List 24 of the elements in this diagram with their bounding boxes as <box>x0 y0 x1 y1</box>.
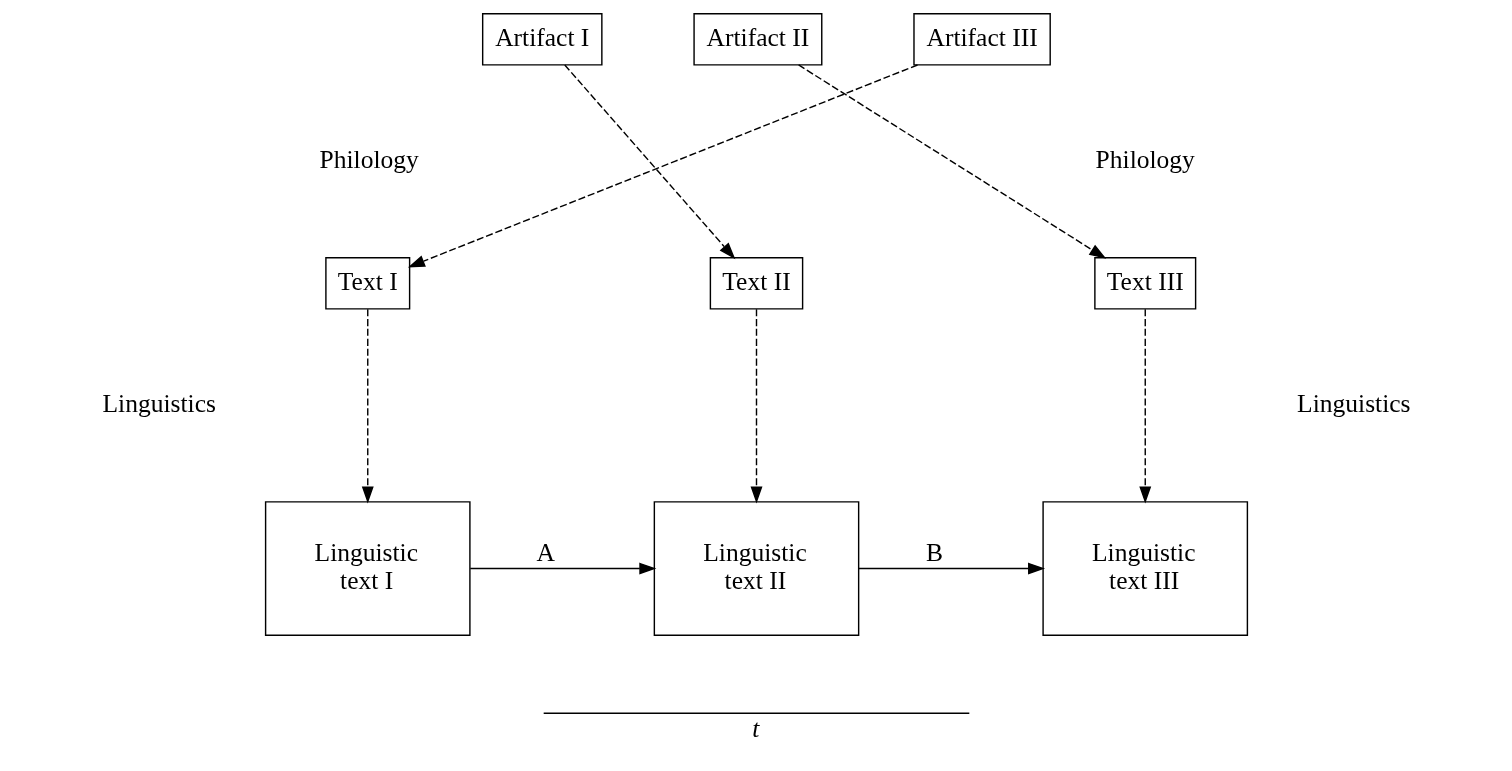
node-box: Artifact I <box>481 13 603 66</box>
arrow <box>563 64 735 260</box>
label: Philology <box>319 144 419 174</box>
node-box: Text II <box>709 257 803 310</box>
arrow <box>407 64 918 268</box>
arrow <box>469 562 656 575</box>
arrow <box>1138 308 1151 504</box>
arrow <box>797 64 1106 259</box>
arrow <box>750 308 762 504</box>
edge-label: A <box>536 537 555 567</box>
arrow <box>361 308 374 504</box>
edge-label: B <box>925 537 943 567</box>
label: t <box>751 713 759 743</box>
label: Philology <box>1095 144 1195 174</box>
node-box: Artifact II <box>692 13 822 66</box>
label: Linguistics <box>101 388 216 418</box>
node-box: Linguistic text III <box>1041 501 1248 636</box>
node-box: Linguistic text I <box>264 501 471 636</box>
label: Linguistics <box>1296 388 1411 418</box>
node-box: Text I <box>324 257 410 310</box>
node-box: Artifact III <box>912 13 1051 66</box>
arrow <box>857 562 1045 575</box>
node-box: Text III <box>1093 257 1196 310</box>
node-box: Linguistic text II <box>653 501 859 636</box>
